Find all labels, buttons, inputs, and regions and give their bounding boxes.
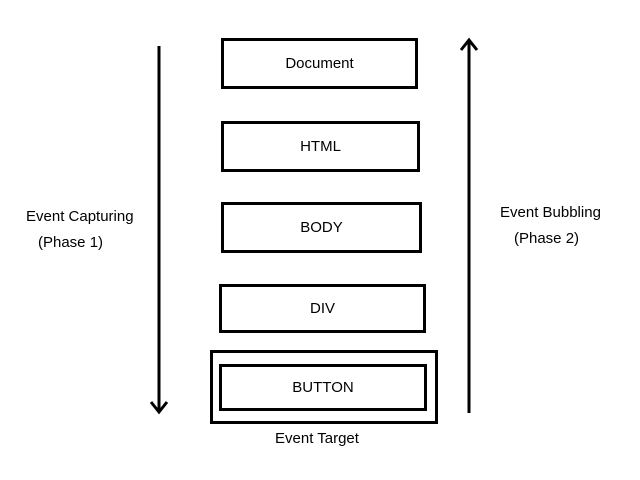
node-div: DIV bbox=[219, 284, 426, 333]
node-button: BUTTON bbox=[219, 364, 427, 411]
bubbling-title: Event Bubbling bbox=[500, 204, 601, 221]
capturing-arrow-head bbox=[149, 401, 169, 415]
node-button-label: BUTTON bbox=[292, 379, 354, 396]
node-document: Document bbox=[221, 38, 418, 89]
bubbling-phase: (Phase 2) bbox=[514, 230, 580, 247]
node-div-label: DIV bbox=[309, 300, 335, 317]
capturing-phase: (Phase 1) bbox=[38, 234, 104, 251]
bubbling-arrow-head bbox=[459, 37, 479, 51]
node-body: BODY bbox=[221, 202, 422, 253]
node-html: HTML bbox=[221, 121, 420, 172]
node-body-label: BODY bbox=[300, 219, 343, 236]
event-target-frame bbox=[210, 350, 438, 424]
event-target-label: Event Target bbox=[275, 430, 359, 447]
node-html-label: HTML bbox=[300, 138, 341, 155]
node-document-label: Document bbox=[285, 55, 354, 72]
capturing-title: Event Capturing bbox=[26, 208, 134, 225]
